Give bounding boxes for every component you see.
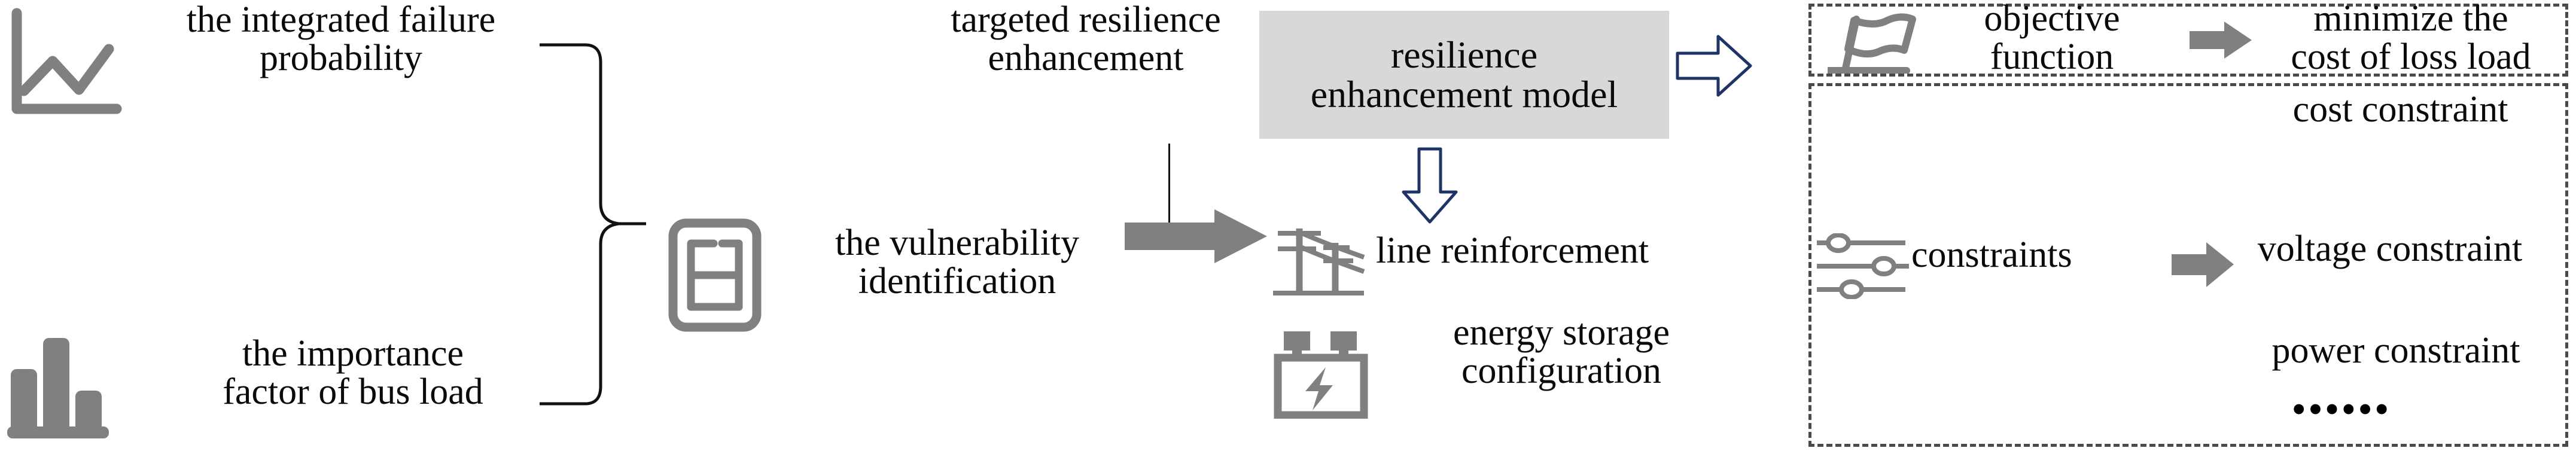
power-line-tower-icon <box>1268 223 1370 300</box>
split-panel-icon <box>667 218 763 332</box>
flag-icon <box>1825 11 1923 74</box>
objective-function-box <box>1808 4 2568 77</box>
power-constraint-label: power constraint <box>2271 330 2520 371</box>
resilience-enhancement-model-box: resilience enhancement model <box>1259 11 1669 139</box>
flow-arrow-to-objective-result <box>2190 22 2252 59</box>
bar-chart-icon <box>6 332 132 440</box>
battery-storage-icon <box>1273 323 1369 419</box>
resilience-enhancement-model-label: resilience enhancement model <box>1310 33 1618 115</box>
voltage-constraint-label: voltage constraint <box>2257 228 2523 269</box>
constraints-label: constraints <box>1911 234 2072 275</box>
flow-arrow-to-measures <box>1125 209 1268 263</box>
integrated-failure-probability-label: the integrated failure probability <box>186 0 496 78</box>
ellipsis-dots: •••••• <box>2292 389 2392 430</box>
energy-storage-configuration-label: energy storage configuration <box>1453 312 1670 391</box>
line-reinforcement-label: line reinforcement <box>1376 230 1649 271</box>
minimize-cost-of-loss-load-label: minimize the cost of loss load <box>2291 0 2531 77</box>
hollow-arrow-right-icon <box>1675 33 1753 99</box>
hollow-arrow-down-icon <box>1400 147 1460 224</box>
vulnerability-identification-label: the vulnerability identification <box>835 223 1080 301</box>
targeted-resilience-enhancement-label: targeted resilience enhancement <box>951 0 1221 78</box>
constraints-box <box>1808 83 2568 447</box>
line-chart-icon <box>6 6 132 120</box>
cost-constraint-label: cost constraint <box>2292 89 2508 130</box>
flow-arrow-to-constraint-items <box>2172 242 2234 287</box>
brace-connector <box>538 30 647 419</box>
sliders-icon <box>1816 233 1917 300</box>
objective-function-label: objective function <box>1984 0 2120 77</box>
stem-connector-line <box>1168 144 1170 230</box>
importance-factor-bus-load-label: the importance factor of bus load <box>223 333 483 412</box>
